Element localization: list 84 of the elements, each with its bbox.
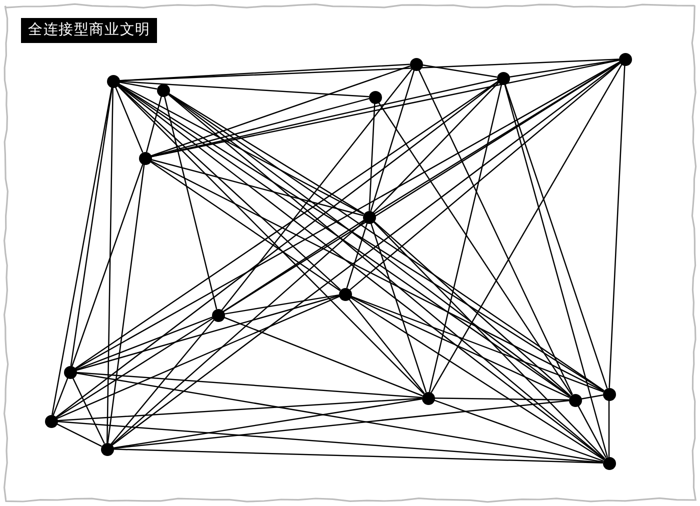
- connector-line: [112, 448, 604, 464]
- connector-line: [72, 164, 144, 366]
- connector-line: [111, 220, 365, 446]
- connector-line: [56, 81, 498, 418]
- network-dot: [106, 74, 120, 88]
- connector-line: [150, 161, 340, 291]
- connector-line: [434, 397, 570, 401]
- connector-line: [150, 60, 620, 158]
- connector-line: [112, 398, 422, 449]
- connector-line: [114, 86, 144, 153]
- connector-line: [56, 318, 214, 418]
- connector-line: [112, 400, 570, 449]
- connector-line: [118, 83, 364, 215]
- connector-line: [504, 84, 608, 388]
- connector-line: [116, 84, 424, 394]
- connector-line: [75, 62, 620, 370]
- connector-line: [422, 64, 498, 78]
- network-dot: [156, 84, 170, 96]
- network-dot: [44, 414, 58, 428]
- network-dot: [410, 58, 422, 70]
- connector-line: [508, 59, 620, 78]
- connector-line: [168, 92, 364, 214]
- title-banner: 全连接型商业文明: [21, 18, 158, 43]
- connector-line: [150, 66, 410, 156]
- connector-line: [370, 70, 415, 212]
- network-dot: [368, 90, 382, 104]
- connector-line: [370, 222, 427, 392]
- connector-line: [118, 80, 370, 98]
- connector-line: [52, 377, 68, 416]
- connector-line: [350, 296, 604, 460]
- connector-line: [118, 82, 158, 90]
- connector-line: [150, 159, 364, 216]
- connector-line: [346, 222, 368, 288]
- connector-line: [56, 398, 422, 422]
- connector-line: [76, 372, 604, 463]
- connector-line: [75, 316, 213, 370]
- connector-line: [373, 220, 571, 396]
- connector-line: [349, 62, 621, 290]
- connector-line: [608, 400, 610, 458]
- connector-line: [374, 62, 620, 214]
- network-dot: [618, 52, 632, 66]
- connector-line: [372, 82, 500, 213]
- network-dot: [568, 394, 582, 406]
- network-dot: [338, 288, 352, 300]
- connector-line: [74, 81, 498, 369]
- connector-line: [430, 64, 622, 393]
- connector-line: [56, 296, 340, 420]
- connector-line: [504, 84, 608, 458]
- network-dot: [100, 442, 114, 456]
- network-dot: [602, 456, 616, 470]
- connector-line: [223, 316, 423, 396]
- network-dot: [64, 366, 76, 378]
- connector-line: [76, 295, 340, 371]
- connector-line: [378, 102, 572, 396]
- connector-line: [146, 96, 162, 152]
- connector-line: [577, 405, 607, 458]
- connector-line: [368, 102, 376, 212]
- connector-line: [372, 221, 606, 459]
- connector-line: [418, 69, 573, 395]
- connector-line: [107, 164, 145, 444]
- connector-line: [106, 86, 114, 444]
- connector-line: [221, 68, 413, 311]
- connector-line: [76, 372, 422, 398]
- connector-line: [224, 294, 340, 315]
- network-dot: [602, 388, 616, 400]
- connector-line: [608, 64, 626, 388]
- connector-line: [580, 394, 604, 400]
- connector-line: [110, 319, 214, 445]
- network-dot: [212, 308, 224, 322]
- connector-line: [222, 220, 364, 312]
- connector-line: [164, 96, 218, 310]
- network-dot: [496, 72, 510, 84]
- connector-line: [56, 423, 102, 447]
- connector-line: [52, 86, 112, 416]
- connector-line: [70, 86, 113, 366]
- network-dot: [138, 152, 152, 164]
- connector-line: [428, 84, 502, 392]
- connector-line: [72, 377, 105, 444]
- connector-line: [434, 400, 604, 462]
- connector-line: [350, 296, 604, 392]
- network-dot: [422, 392, 434, 404]
- connector-line: [348, 298, 425, 394]
- connector-line: [150, 160, 604, 392]
- connector-line: [350, 296, 570, 398]
